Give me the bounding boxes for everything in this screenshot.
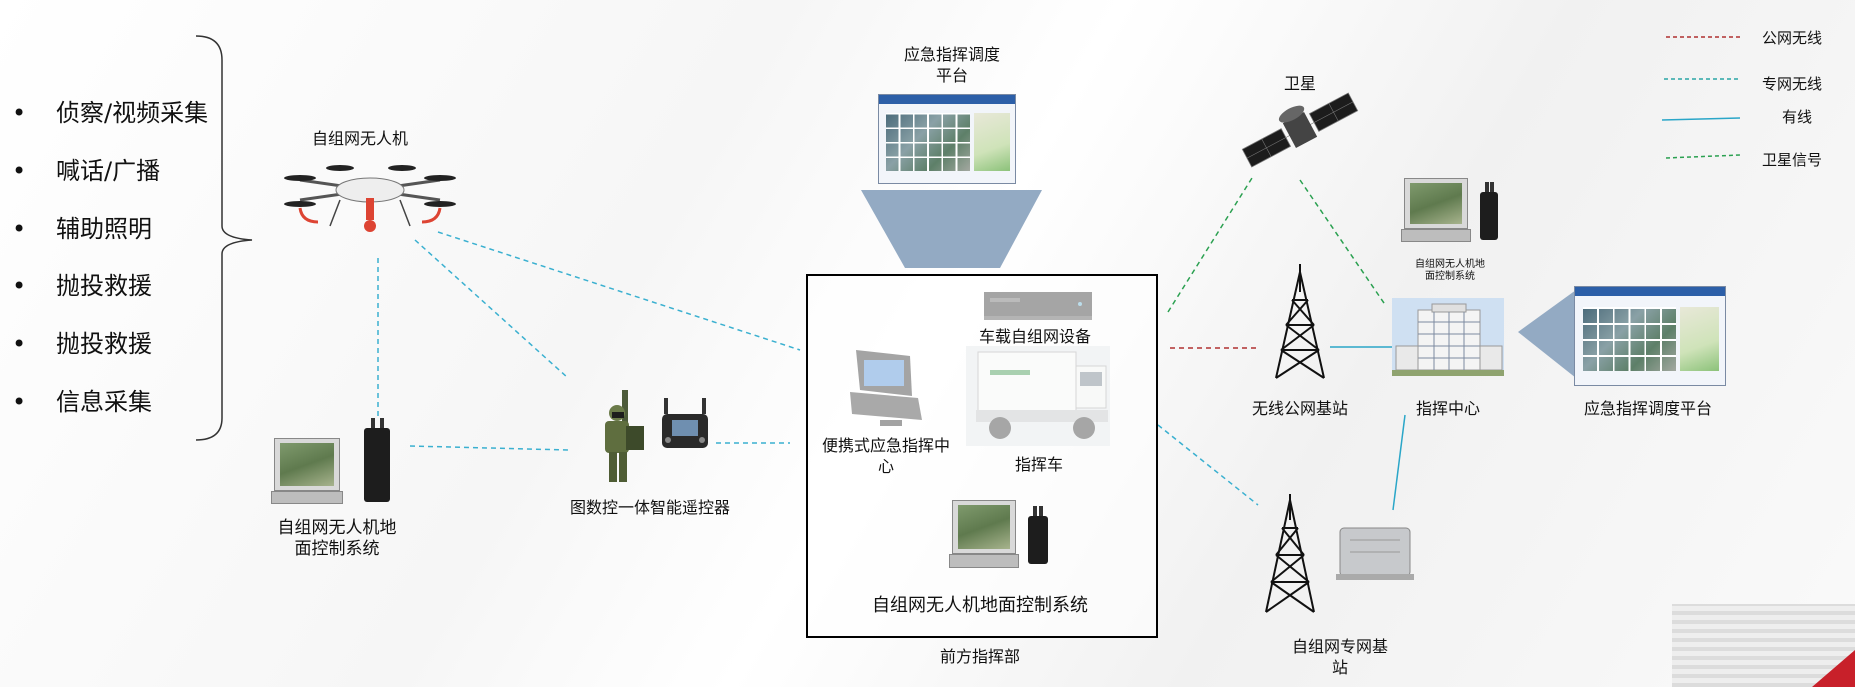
vehicle-device-label: 车载自组网设备 [978,327,1091,346]
private-station-label: 自组网专网基 站 [1291,637,1388,677]
drone-icon [284,165,456,232]
link-satellite-center [1299,179,1387,307]
command-center-building-icon [1392,298,1504,376]
laptop-icon-center [1401,178,1471,242]
front-command-box [806,274,1158,638]
base-station-device-icon [1336,527,1414,580]
funnel-right [1518,290,1576,378]
satellite-label: 卫星 [1283,74,1316,93]
legend-public-wireless: 公网无线 [1762,29,1823,47]
legend-line-wired [1661,117,1741,121]
link-drone-remote [414,239,569,379]
feature-item: •信息采集 [12,388,152,416]
legend-line-satellite [1665,154,1741,159]
link-drone-frontcmd [437,231,801,351]
dispatch-platform-screen-top [878,94,1016,184]
legend-wired: 有线 [1782,108,1813,126]
funnel-top [861,190,1042,268]
gcs-small-label: 自组网无人机地 面控制系统 [1415,259,1485,282]
decorative-red-corner [1812,650,1855,687]
operator-soldier-icon [605,390,644,482]
feature-bracket [195,35,253,441]
link-box-private-station [1157,424,1259,506]
remote-controller-label: 图数控一体智能遥控器 [569,498,730,517]
legend-private-wireless: 专网无线 [1762,75,1823,93]
legend-satellite-signal: 卫星信号 [1762,151,1823,169]
radio-icon-left [364,418,390,502]
public-station-label: 无线公网基站 [1251,399,1348,418]
tower-icon-private [1265,494,1315,613]
command-center-label: 指挥中心 [1415,399,1480,418]
laptop-icon-box [949,500,1019,568]
dispatch-platform-screen-right [1574,286,1726,386]
front-command-label: 前方指挥部 [939,647,1020,666]
feature-item: •抛投救援 [12,330,152,358]
portable-command-label: 便携式应急指挥中 心 [821,436,950,476]
drone-label: 自组网无人机 [311,129,408,148]
gcs-box-label: 自组网无人机地面控制系统 [872,595,1088,616]
feature-item: •辅助照明 [12,215,152,243]
tower-icon-public [1275,264,1325,379]
platform-right-label: 应急指挥调度平台 [1583,399,1712,418]
radio-icon-center [1480,182,1498,240]
link-box-satellite [1167,177,1253,313]
link-gcs-remote [409,445,569,451]
feature-item: •侦察/视频采集 [12,99,209,127]
command-vehicle-label: 指挥车 [1014,455,1063,474]
remote-controller-icon [662,398,708,448]
gcs-left-label: 自组网无人机地 面控制系统 [277,518,397,559]
satellite-icon [1241,92,1359,168]
radio-icon-box [1028,506,1048,564]
feature-item: •喊话/广播 [12,157,161,185]
feature-item: •抛投救援 [12,272,152,300]
link-center-private-station [1392,414,1406,511]
laptop-icon-left [271,438,343,504]
platform-top-label: 应急指挥调度 平台 [903,45,1000,85]
